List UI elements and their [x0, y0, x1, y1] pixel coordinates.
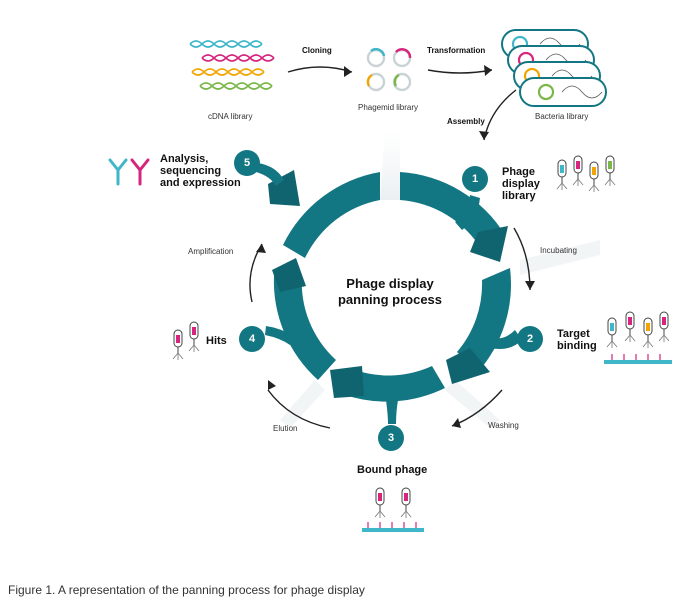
- helix-cyan: [189, 40, 263, 48]
- step-1-title: Phage display library: [502, 166, 540, 202]
- arrow-elution: [267, 389, 331, 429]
- center-title: Phage display panning process: [320, 276, 460, 308]
- target-binding-icons: [604, 311, 672, 364]
- ring-segment-4: [273, 275, 336, 380]
- ring-segment-5: [283, 172, 380, 258]
- ring-arrow-1: [470, 226, 508, 262]
- hits-icons: [172, 321, 200, 361]
- figure-caption: Figure 1. A representation of the pannin…: [8, 583, 365, 597]
- arrow-amplification: [249, 243, 263, 303]
- center-title-line1: Phage display: [346, 276, 434, 291]
- amplification-label: Amplification: [188, 247, 234, 256]
- ring-segment-1: [400, 172, 505, 250]
- cdna-library-label: cDNA library: [208, 112, 253, 121]
- ring-arrow-2: [446, 348, 490, 384]
- step-badge-1: 1: [462, 166, 488, 192]
- connector-3: [386, 400, 398, 424]
- ring-segment-2: [457, 268, 512, 372]
- background-beams: [280, 130, 600, 428]
- washing-label: Washing: [488, 421, 519, 430]
- antibody-icons: [108, 158, 150, 186]
- bacteria-stack: [501, 29, 607, 107]
- connector-1: [455, 195, 480, 230]
- step-4-title: Hits: [206, 335, 227, 347]
- transformation-label: Transformation: [427, 46, 486, 55]
- step-5-title: Analysis, sequencing and expression: [160, 153, 241, 189]
- step-badge-3: 3: [378, 425, 404, 451]
- step-badge-4: 4: [239, 326, 265, 352]
- arrow-assembly: [483, 89, 517, 141]
- incubating-label: Incubating: [540, 246, 577, 255]
- step-badge-2: 2: [517, 326, 543, 352]
- step-3-title: Bound phage: [357, 464, 428, 476]
- connector-2: [490, 330, 522, 349]
- cdna-helices: [189, 40, 275, 90]
- helix-magenta: [201, 54, 275, 62]
- helix-green: [199, 82, 273, 90]
- connector-5: [256, 163, 284, 186]
- arrow-cloning: [287, 66, 353, 73]
- bound-phage-icons: [362, 487, 424, 532]
- phagemid-plasmids: [366, 48, 412, 92]
- phage-library-icons: [556, 155, 616, 193]
- arrow-transformation: [427, 69, 493, 74]
- ring-arrow-4: [272, 258, 306, 292]
- ring-arrow-5: [268, 170, 300, 206]
- phagemid-library-label: Phagemid library: [358, 103, 419, 112]
- step-badge-5: 5: [234, 150, 260, 176]
- assembly-label: Assembly: [447, 117, 485, 126]
- arrow-heads: [256, 65, 535, 428]
- ring-segment-3: [345, 366, 445, 402]
- panning-ring: [256, 163, 522, 424]
- step-2-title: Target binding: [557, 328, 597, 352]
- cloning-label: Cloning: [302, 46, 332, 55]
- elution-label: Elution: [273, 424, 298, 433]
- center-title-line2: panning process: [337, 292, 443, 307]
- ring-arrow-3: [330, 366, 364, 398]
- helix-orange: [191, 68, 265, 76]
- bacteria-library-label: Bacteria library: [535, 112, 589, 121]
- connector-4: [265, 326, 294, 345]
